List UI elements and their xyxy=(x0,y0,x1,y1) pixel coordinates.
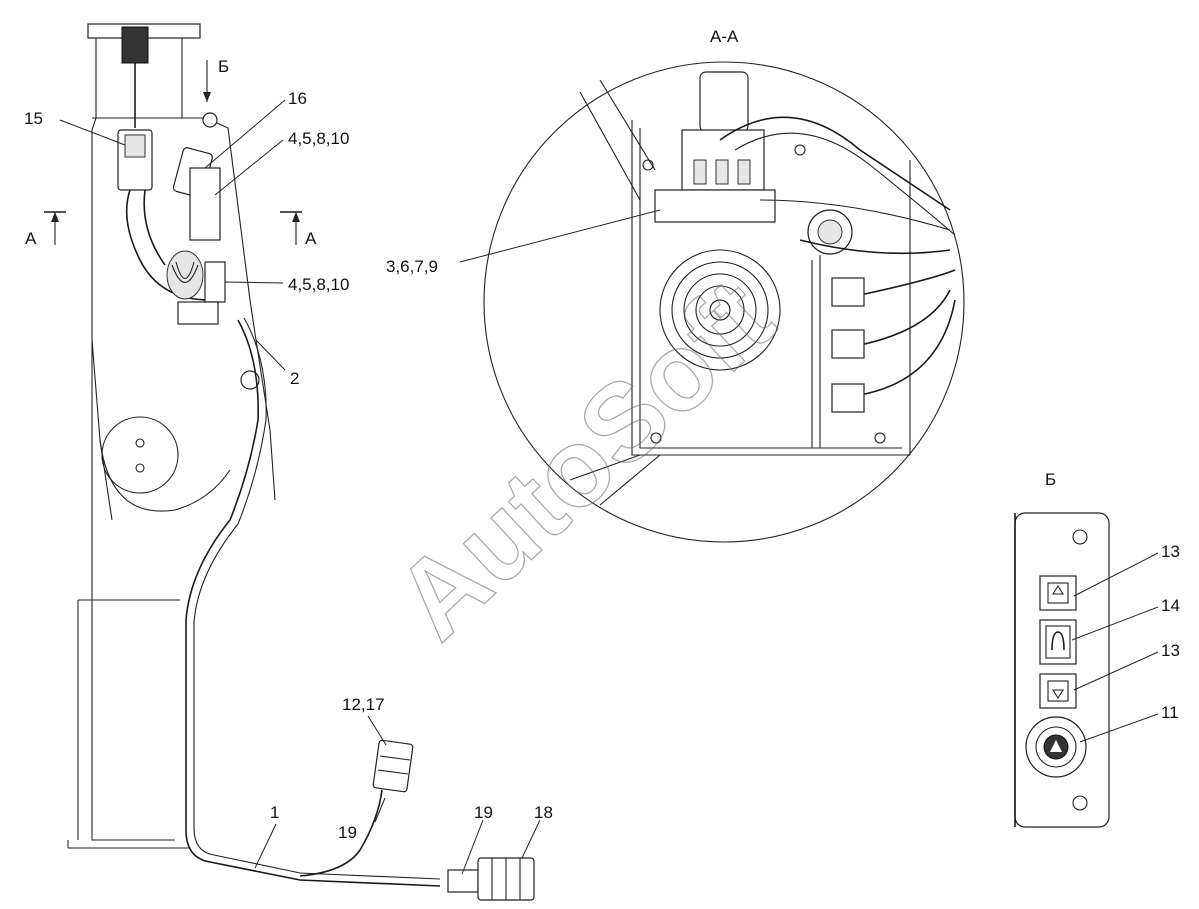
leader-3679 xyxy=(459,209,661,263)
terminal-2 xyxy=(831,329,865,359)
terminal-1 xyxy=(831,277,865,307)
coil xyxy=(166,250,204,300)
harness-branch xyxy=(299,789,383,877)
section-mark-right: А xyxy=(305,229,317,248)
label-19-right: 19 xyxy=(474,803,493,822)
arrow-up-icon xyxy=(1052,584,1064,595)
column-left-edge xyxy=(91,38,113,521)
label-18: 18 xyxy=(534,803,553,822)
warning-triangle-icon xyxy=(1050,740,1062,752)
section-mark-left: А xyxy=(25,229,37,248)
section-top-connector xyxy=(699,71,749,133)
arrow-mark-b: Б xyxy=(218,57,229,76)
leaders-main xyxy=(59,99,541,875)
view-b-panel xyxy=(1014,512,1159,828)
label-3-6-7-9: 3,6,7,9 xyxy=(386,257,438,276)
lower-boss xyxy=(101,416,179,494)
label-13-bottom: 13 xyxy=(1161,641,1180,660)
label-19-left: 19 xyxy=(338,823,357,842)
view-title: Б xyxy=(1045,470,1056,489)
labels: А-А Б А А Б 15 16 4,5,8,10 4,5,8,10 2 3,… xyxy=(24,27,1180,842)
section-circle xyxy=(483,61,965,543)
clamp-2 xyxy=(240,370,260,390)
label-16: 16 xyxy=(288,89,307,108)
connector-lower xyxy=(204,261,226,303)
watermark: AutoSoft xyxy=(372,256,795,663)
label-4-5-8-10-top: 4,5,8,10 xyxy=(288,129,349,148)
label-1: 1 xyxy=(270,803,279,822)
label-15: 15 xyxy=(24,109,43,128)
button-14 xyxy=(1039,619,1077,665)
control-panel xyxy=(1014,512,1110,828)
button-13-down xyxy=(1039,673,1077,709)
harness-main xyxy=(185,319,441,887)
relay-block xyxy=(189,167,221,241)
spool xyxy=(659,249,781,371)
label-12-17: 12,17 xyxy=(342,695,385,714)
label-2: 2 xyxy=(290,369,299,388)
button-13-up xyxy=(1039,575,1077,611)
label-11: 11 xyxy=(1161,703,1179,722)
label-4-5-8-10-bottom: 4,5,8,10 xyxy=(288,275,349,294)
section-frame xyxy=(631,120,911,456)
label-14: 14 xyxy=(1161,596,1180,615)
terminal-3 xyxy=(831,383,865,413)
handle-grip xyxy=(121,26,149,64)
section-title: А-А xyxy=(710,27,739,46)
beacon-icon xyxy=(1051,631,1065,651)
section-a-a xyxy=(459,61,965,543)
main-view xyxy=(44,23,535,901)
arrow-down-icon xyxy=(1052,689,1064,700)
label-13-top: 13 xyxy=(1161,542,1180,561)
connector-12-17 xyxy=(372,739,414,793)
